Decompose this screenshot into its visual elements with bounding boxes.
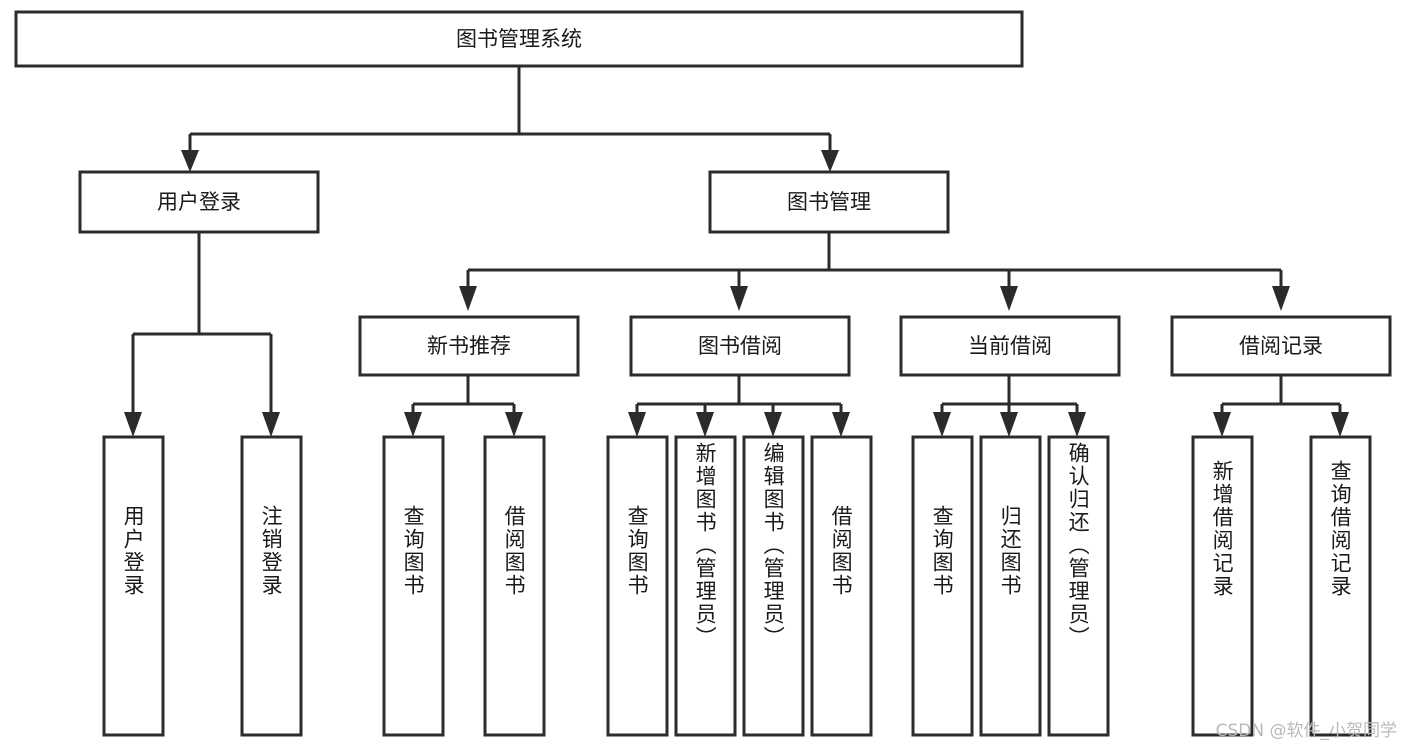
node-book-management[interactable]: 图书管理: [708, 170, 950, 234]
node-leaf-query-record[interactable]: [1309, 435, 1372, 737]
node-leaf-add-record-label: 新增借阅记录: [1210, 460, 1235, 598]
node-leaf-query-book-3[interactable]: [911, 435, 974, 737]
node-leaf-confirm-return[interactable]: [1047, 435, 1110, 737]
node-leaf-borrow-book-1[interactable]: [483, 435, 546, 737]
node-user-login-label: 用户登录: [157, 190, 241, 214]
node-user-login[interactable]: 用户登录: [78, 170, 320, 234]
node-leaf-query-record-label: 查询借阅记录: [1328, 460, 1353, 598]
node-borrow-record[interactable]: 借阅记录: [1170, 315, 1392, 377]
connector-current-borrow-to-leaves: [933, 375, 1086, 437]
node-book-management-label: 图书管理: [787, 190, 871, 214]
node-leaf-query-book-2[interactable]: [606, 435, 669, 737]
connector-borrow-record-to-leaves: [1213, 375, 1349, 437]
connector-user-login-to-leaves: [124, 232, 280, 437]
node-leaf-return-book[interactable]: [979, 435, 1042, 737]
node-leaf-query-book-1[interactable]: [382, 435, 445, 737]
node-new-book-recommend[interactable]: 新书推荐: [358, 315, 580, 377]
node-leaf-return-book-label: 归还图书: [998, 505, 1023, 597]
node-leaf-edit-book[interactable]: [742, 435, 805, 737]
node-leaf-query-book-2-label: 查询图书: [625, 505, 650, 597]
node-leaf-confirm-return-label: 确认归还（管理员）: [1066, 442, 1091, 649]
node-leaf-add-book-label: 新增图书（管理员）: [693, 442, 718, 649]
node-leaf-query-book-3-label: 查询图书: [930, 505, 955, 597]
connector-root-to-level2: [181, 66, 839, 172]
node-leaf-borrow-book-1-label: 借阅图书: [502, 505, 527, 597]
node-leaf-query-book-1-label: 查询图书: [401, 505, 426, 597]
node-current-borrow-label: 当前借阅: [968, 334, 1052, 358]
connector-book-management-to-level3: [459, 232, 1290, 311]
node-leaf-logout-login[interactable]: [240, 435, 303, 737]
node-leaf-borrow-book-2-label: 借阅图书: [829, 505, 854, 597]
node-borrow-record-label: 借阅记录: [1239, 334, 1323, 358]
node-leaf-add-book[interactable]: [674, 435, 737, 737]
node-current-borrow[interactable]: 当前借阅: [899, 315, 1121, 377]
node-root[interactable]: 图书管理系统: [14, 10, 1024, 68]
node-leaf-edit-book-label: 编辑图书（管理员）: [761, 442, 786, 649]
node-new-book-recommend-label: 新书推荐: [427, 334, 511, 358]
node-root-label: 图书管理系统: [456, 27, 582, 51]
node-leaf-add-record[interactable]: [1191, 435, 1254, 737]
connector-new-book-recommend-to-leaves: [404, 375, 523, 437]
node-leaf-logout-login-label: 注销登录: [259, 505, 284, 597]
node-book-borrow[interactable]: 图书借阅: [629, 315, 851, 377]
connector-book-borrow-to-leaves: [628, 375, 850, 437]
node-leaf-user-login[interactable]: [102, 435, 165, 737]
node-book-borrow-label: 图书借阅: [698, 334, 782, 358]
node-leaf-user-login-label: 用户登录: [121, 505, 146, 597]
node-leaf-borrow-book-2[interactable]: [810, 435, 873, 737]
